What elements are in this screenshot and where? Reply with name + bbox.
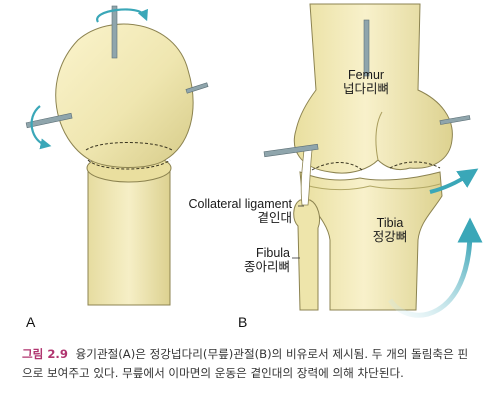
caption-text: 융기관절(A)은 정강넙다리(무릎)관절(B)의 비유로서 제시됨. 두 개의 … — [22, 347, 469, 380]
femur-bone — [293, 3, 453, 174]
panel-b-knee-joint — [263, 3, 483, 318]
fibula-label: Fibula 종아리뼈 — [226, 246, 290, 274]
fibula-label-en: Fibula — [255, 246, 290, 260]
condyloid-knee-figure — [25, 3, 483, 318]
panel-a-horizontal-pin — [25, 112, 73, 129]
collateral-label-ko: 곁인대 — [257, 211, 292, 225]
tibia-label-en: Tibia — [376, 216, 404, 230]
tibia-bone — [299, 171, 443, 311]
femur-label: Femur 넙다리뼈 — [336, 68, 396, 96]
femur-label-ko: 넙다리뼈 — [342, 82, 389, 96]
panel-a-letter: A — [26, 314, 36, 330]
frontal-plane-motion-arrow — [387, 217, 483, 318]
femur-label-en: Femur — [347, 68, 385, 82]
panel-a-rotation-arrow-top — [96, 8, 148, 23]
panel-a-shaft — [87, 169, 171, 306]
femur-pin — [363, 19, 370, 77]
fibula-bone — [293, 199, 321, 311]
panel-a-condyle — [55, 23, 194, 168]
figure-caption: 그림 2.9 융기관절(A)은 정강넙다리(무릎)관절(B)의 비유로서 제시됨… — [22, 345, 472, 383]
figure-number: 그림 2.9 — [22, 347, 68, 361]
panel-a-rotation-arrow-left — [30, 105, 52, 150]
panel-a-condyloid-joint — [25, 5, 209, 306]
panel-b-letter: B — [238, 314, 248, 330]
fibula-label-ko: 종아리뼈 — [243, 260, 290, 274]
tibia-label: Tibia 정강뼈 — [360, 216, 420, 244]
collateral-label: Collateral ligament 곁인대 — [160, 197, 292, 225]
knee-horizontal-pin — [263, 143, 319, 158]
collateral-label-en: Collateral ligament — [188, 197, 292, 211]
panel-a-contact-line — [87, 159, 171, 170]
tibia-label-ko: 정강뼈 — [372, 230, 408, 244]
collateral-ligament — [300, 149, 313, 206]
panel-a-vertical-pin — [111, 5, 118, 59]
lateral-arrow — [429, 168, 479, 194]
